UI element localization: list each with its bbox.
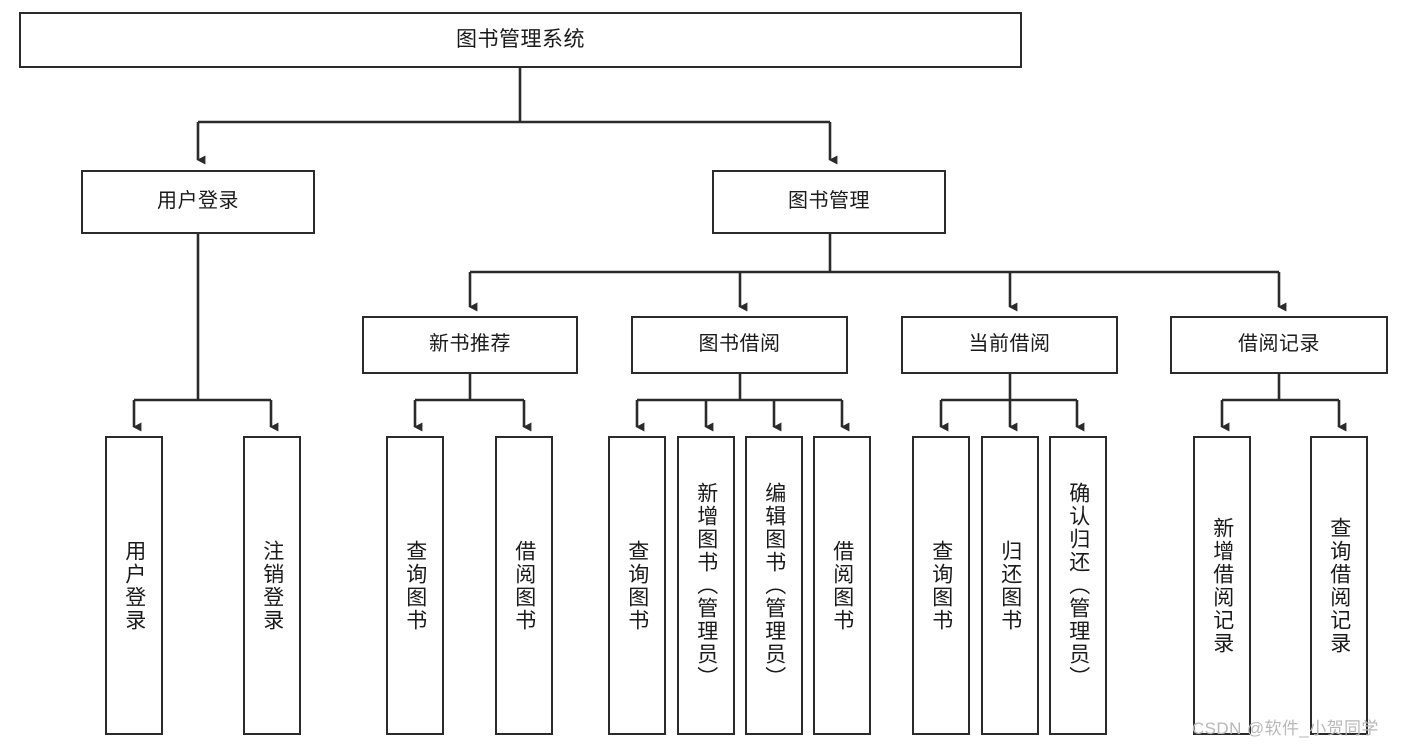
node-label: 确认归还（管理员） [1066,482,1090,689]
node-new-book-recommend[interactable]: 新书推荐 [362,316,578,374]
node-label: 查询图书 [625,539,649,632]
node-label: 借阅图书 [830,539,854,632]
node-label: 归还图书 [998,539,1022,632]
leaf-current-return-book[interactable]: 归还图书 [981,436,1039,735]
node-label: 当前借阅 [968,333,1051,356]
node-label: 注销登录 [260,539,284,632]
leaf-borrow-add-book-admin[interactable]: 新增图书（管理员） [677,436,735,735]
leaf-recommend-query-book[interactable]: 查询图书 [386,436,444,735]
node-label: 新增借阅记录 [1210,516,1234,655]
node-label: 编辑图书（管理员） [762,482,786,689]
leaf-recommend-borrow-book[interactable]: 借阅图书 [495,436,553,735]
node-label: 借阅图书 [512,539,536,632]
node-label: 图书借阅 [698,333,781,356]
leaf-record-add-record[interactable]: 新增借阅记录 [1193,436,1251,735]
node-label: 新增图书（管理员） [694,482,718,689]
node-borrow-record[interactable]: 借阅记录 [1170,316,1388,374]
leaf-record-query-record[interactable]: 查询借阅记录 [1310,436,1368,735]
node-label: 图书管理 [788,190,870,213]
watermark-credit: CSDN @软件_小贺同学 [1192,719,1379,738]
leaf-current-query-book[interactable]: 查询图书 [912,436,970,735]
node-book-borrow[interactable]: 图书借阅 [631,316,848,374]
node-label: 用户登录 [122,539,146,632]
node-label: 图书管理系统 [456,27,585,51]
node-current-borrow[interactable]: 当前借阅 [901,316,1118,374]
leaf-user-login[interactable]: 用户登录 [105,436,163,735]
leaf-borrow-edit-book-admin[interactable]: 编辑图书（管理员） [745,436,803,735]
node-label: 查询图书 [929,539,953,632]
node-label: 查询图书 [403,539,427,632]
leaf-current-confirm-return-admin[interactable]: 确认归还（管理员） [1049,436,1107,735]
leaf-user-logout[interactable]: 注销登录 [243,436,301,735]
node-book-management[interactable]: 图书管理 [712,170,946,234]
leaf-borrow-borrow-book[interactable]: 借阅图书 [813,436,871,735]
node-user-login[interactable]: 用户登录 [81,170,315,234]
node-label: 用户登录 [157,190,239,213]
node-label: 新书推荐 [429,333,511,356]
node-root-system[interactable]: 图书管理系统 [19,12,1022,68]
leaf-borrow-query-book[interactable]: 查询图书 [608,436,666,735]
node-label: 查询借阅记录 [1327,516,1351,655]
node-label: 借阅记录 [1238,333,1320,356]
